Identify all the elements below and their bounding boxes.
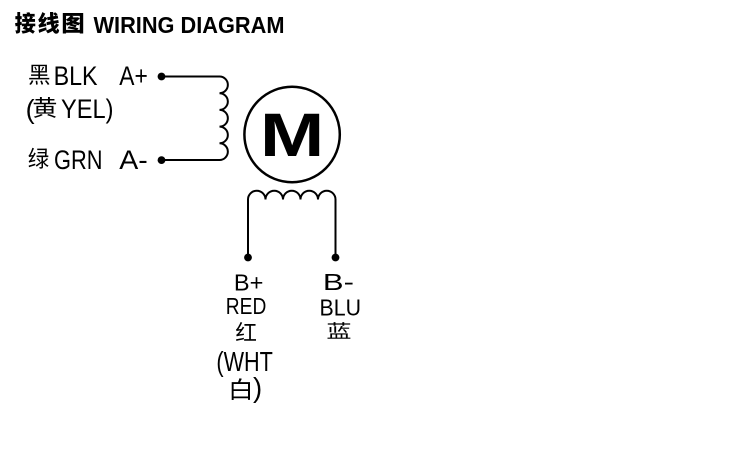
svg-text:M: M	[260, 101, 325, 169]
svg-text:(WHT: (WHT	[216, 346, 273, 377]
svg-text:YEL): YEL)	[61, 94, 114, 124]
svg-text:A-: A-	[119, 145, 148, 175]
svg-text:WIRING DIAGRAM: WIRING DIAGRAM	[94, 12, 285, 38]
svg-text:RED: RED	[226, 293, 266, 319]
svg-text:(: (	[26, 94, 35, 124]
svg-text:): )	[253, 372, 262, 403]
svg-text:A+: A+	[119, 61, 148, 91]
svg-text:GRN: GRN	[54, 145, 103, 175]
svg-text:B-: B-	[323, 269, 354, 295]
svg-text:BLK: BLK	[54, 61, 98, 91]
svg-text:B+: B+	[234, 270, 264, 296]
svg-text:BLU: BLU	[320, 295, 362, 321]
